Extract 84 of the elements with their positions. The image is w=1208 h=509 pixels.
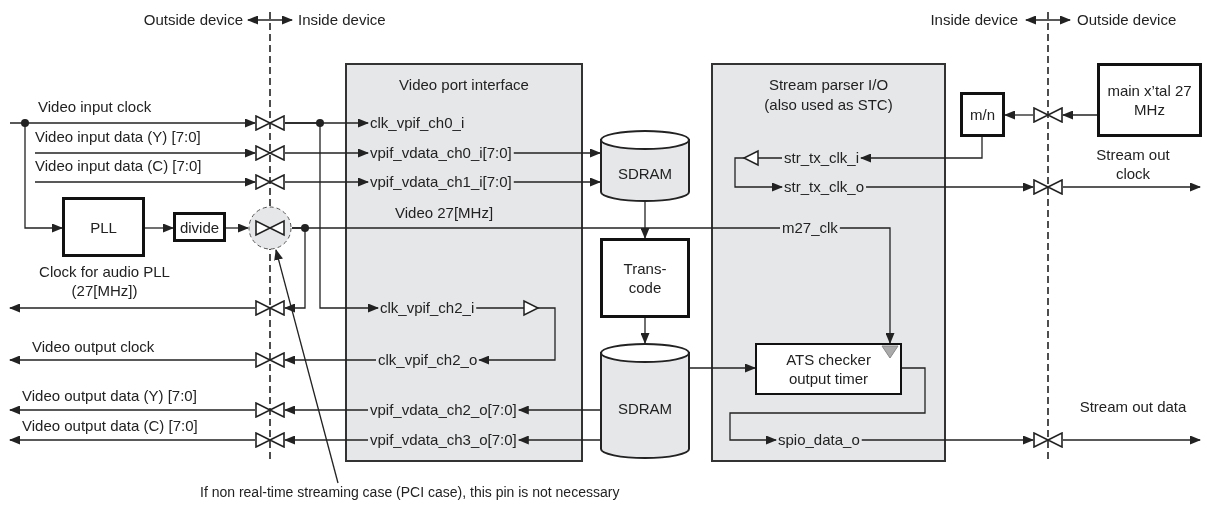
signal-label: Video 27[MHz]: [395, 203, 494, 222]
arrow: [1062, 435, 1201, 445]
arrow: [865, 182, 1034, 192]
pin-symbol: [255, 174, 285, 190]
pin-symbol: [255, 432, 285, 448]
arrow: [640, 317, 650, 344]
signal-label: Stream out clock: [1095, 145, 1171, 183]
signal-name: clk_vpif_ch0_i: [368, 113, 467, 133]
arrow: [861, 435, 1034, 445]
arrow: [689, 363, 756, 373]
arrow: [34, 177, 256, 187]
memory-cylinder: SDRAM: [600, 343, 690, 459]
signal-label: Stream out data: [1078, 397, 1188, 416]
signal-label: Video output data (Y) [7:0]: [22, 386, 197, 405]
signal-name: vpif_vdata_ch0_i[7:0]: [368, 143, 514, 163]
signal-label: Video input data (C) [7:0]: [35, 156, 202, 175]
arrow: [144, 223, 174, 233]
process-box: PLL: [62, 197, 145, 257]
arrow: [284, 405, 369, 415]
signal-name: vpif_vdata_ch3_o[7:0]: [368, 430, 519, 450]
interface-block: [345, 63, 583, 462]
pin-symbol: [1033, 432, 1063, 448]
arrow: [839, 227, 895, 344]
signal-label: Clock for audio PLL (27[MHz]): [38, 262, 171, 300]
signal-label: Video output data (C) [7:0]: [22, 416, 198, 435]
arrow: [284, 355, 377, 365]
arrow: [513, 177, 601, 187]
process-box: ATS checker output timer: [755, 343, 902, 395]
pin-symbol: [255, 402, 285, 418]
arrow: [640, 201, 650, 239]
note-text: If non real-time streaming case (PCI case), this pin is not necessary: [200, 483, 620, 502]
arrow: [513, 148, 601, 158]
signal-name: vpif_vdata_ch1_i[7:0]: [368, 172, 514, 192]
region-label: Outside device: [142, 10, 243, 29]
pin-symbol: [1033, 107, 1063, 123]
arrow: [729, 367, 926, 445]
signal-name: str_tx_clk_o: [782, 177, 867, 197]
pin-symbol: [1033, 179, 1063, 195]
arrow: [9, 435, 256, 445]
signal-name: m27_clk: [780, 218, 840, 238]
arrow: [284, 122, 379, 313]
arrow: [517, 435, 601, 445]
arrow: [734, 157, 783, 192]
arrow: [284, 148, 369, 158]
arrow: [1062, 182, 1201, 192]
block-title: Stream parser I/O (also used as STC): [763, 75, 894, 115]
leader-line: [274, 249, 339, 484]
arrow: [1004, 110, 1034, 120]
pin-symbol: [255, 115, 285, 131]
arrow: [860, 136, 983, 163]
process-box: m/n: [960, 92, 1005, 137]
signal-name: str_tx_clk_i: [782, 148, 862, 168]
arrow: [284, 227, 306, 313]
arrow: [34, 148, 256, 158]
region-label: Inside device: [929, 10, 1018, 29]
process-box: main x’tal 27 MHz: [1097, 63, 1202, 137]
pin-symbol: [255, 145, 285, 161]
arrow: [475, 307, 556, 365]
arrow: [9, 405, 256, 415]
arrow: [225, 223, 249, 233]
arrow: [9, 355, 256, 365]
interface-block: [711, 63, 946, 462]
pin-symbol: [255, 300, 285, 316]
block-title: Video port interface: [398, 75, 530, 95]
process-box: divide: [173, 212, 226, 242]
signal-name: spio_data_o: [776, 430, 862, 450]
pin-symbol: [255, 352, 285, 368]
process-box: Trans- code: [600, 238, 690, 318]
memory-cylinder: SDRAM: [600, 130, 690, 202]
arrow: [284, 435, 369, 445]
signal-name: clk_vpif_ch2_o: [376, 350, 480, 370]
region-label: Outside device: [1077, 10, 1177, 29]
signal-label: Video output clock: [32, 337, 155, 356]
signal-name: vpif_vdata_ch2_o[7:0]: [368, 400, 519, 420]
region-label: Inside device: [298, 10, 386, 29]
arrow: [1062, 110, 1098, 120]
arrow: [9, 118, 256, 128]
pin-symbol: [248, 206, 292, 250]
signal-name: clk_vpif_ch2_i: [378, 298, 477, 318]
arrow: [9, 303, 256, 313]
signal-label: Video input data (Y) [7:0]: [35, 127, 201, 146]
signal-label: Video input clock: [38, 97, 152, 116]
arrow: [284, 177, 369, 187]
arrow: [517, 405, 601, 415]
